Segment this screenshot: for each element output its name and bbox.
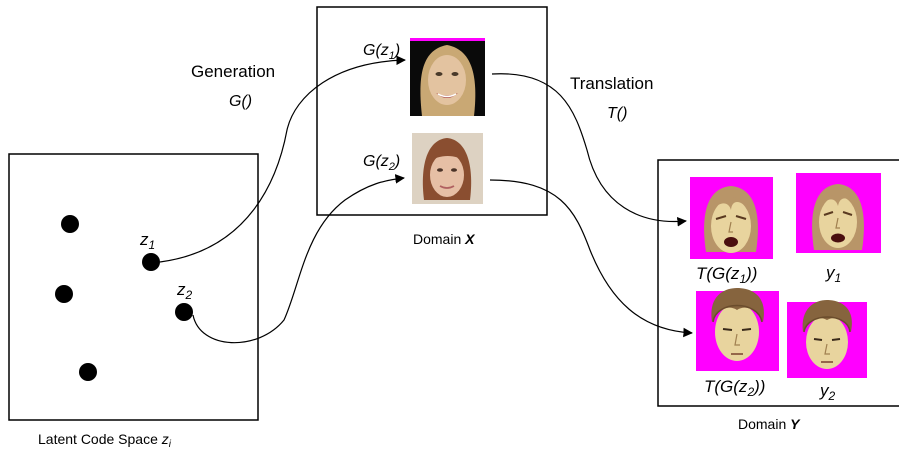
generation-title: Generation	[191, 62, 275, 81]
latent-space: z1 z2 Latent Code Space zi	[8, 153, 259, 450]
y1-label: y1	[825, 263, 841, 285]
latent-space-box	[8, 153, 259, 421]
g-z2-label: G(z2)	[363, 153, 400, 173]
t-g-z2-label: T(G(z2))	[704, 377, 765, 399]
t-g-z1-label: T(G(z1))	[696, 264, 757, 286]
translated-face-2-image	[696, 288, 779, 371]
latent-space-caption: Latent Code Space zi	[38, 431, 172, 450]
translation-function: T()	[607, 105, 627, 122]
translation-arrow-1	[491, 73, 687, 227]
domain-x-caption: Domain X	[413, 231, 476, 247]
target-face-1-image	[796, 173, 881, 253]
y2-label: y2	[819, 381, 836, 403]
translation-title: Translation	[570, 74, 653, 93]
domain-y-box	[657, 159, 899, 407]
latent-point	[55, 285, 73, 303]
domain-y: T(G(z1)) y1 T(G(z2)) y2 Domain Y	[657, 159, 899, 432]
latent-point	[79, 363, 97, 381]
latent-point-z2	[175, 303, 193, 321]
domain-y-caption: Domain Y	[738, 416, 801, 432]
g-z1-label: G(z1)	[363, 42, 400, 62]
translation-arrow-2	[489, 179, 693, 338]
generated-face-2-image	[412, 133, 483, 204]
domain-x-box	[316, 6, 548, 216]
generated-face-1-image	[410, 38, 485, 116]
generation-function: G()	[229, 93, 252, 110]
z2-label: z2	[176, 280, 193, 302]
generation-arrow-z2	[192, 174, 405, 344]
target-face-2-image	[787, 300, 867, 378]
latent-point-z1	[142, 253, 160, 271]
arrows	[159, 55, 693, 344]
latent-point	[61, 215, 79, 233]
domain-x: G(z1) G(z2) Domain X	[316, 6, 548, 247]
z1-label: z1	[139, 230, 155, 252]
generation-arrow-z1	[159, 55, 406, 263]
translated-face-1-image	[690, 177, 773, 259]
